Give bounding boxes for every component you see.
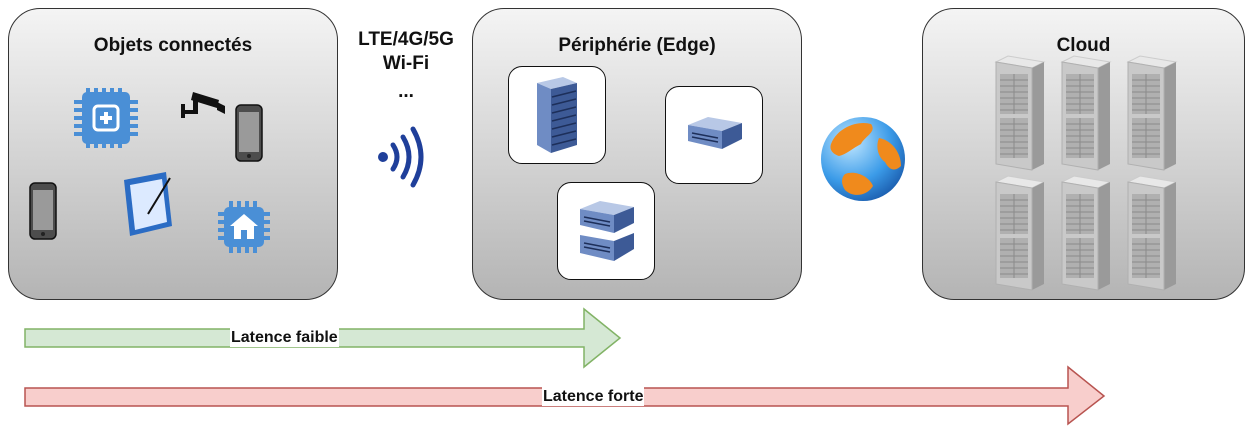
chip-home-icon [218,201,270,253]
server-rack-icon [537,77,577,153]
cloud-panel-title: Cloud [1056,35,1111,56]
iot-panel: Objets connectés [8,8,338,300]
network-label-more: ... [398,81,414,102]
edge-server-box [508,66,606,164]
server-stack-icon [580,201,634,261]
network-label-wifi: Wi-Fi [382,53,430,74]
cloud-server-icon [995,55,1177,291]
wifi-signal-icon [378,126,424,188]
tablet-icon [124,172,172,236]
globe-icon [821,117,905,201]
iot-panel-title: Objets connectés [93,35,253,56]
edge-panel-title: Périphérie (Edge) [558,35,716,56]
smartphone-icon [235,104,263,162]
edge-storage-box [557,182,655,280]
high-latency-label: Latence forte [542,387,645,406]
chip-plus-icon [74,88,138,148]
cctv-camera-icon [181,92,225,118]
edge-switch-box [665,86,763,184]
low-latency-label: Latence faible [230,328,339,347]
network-switch-icon [688,117,742,149]
smartphone-icon [29,182,57,240]
network-label-lte: LTE/4G/5G [358,29,454,50]
